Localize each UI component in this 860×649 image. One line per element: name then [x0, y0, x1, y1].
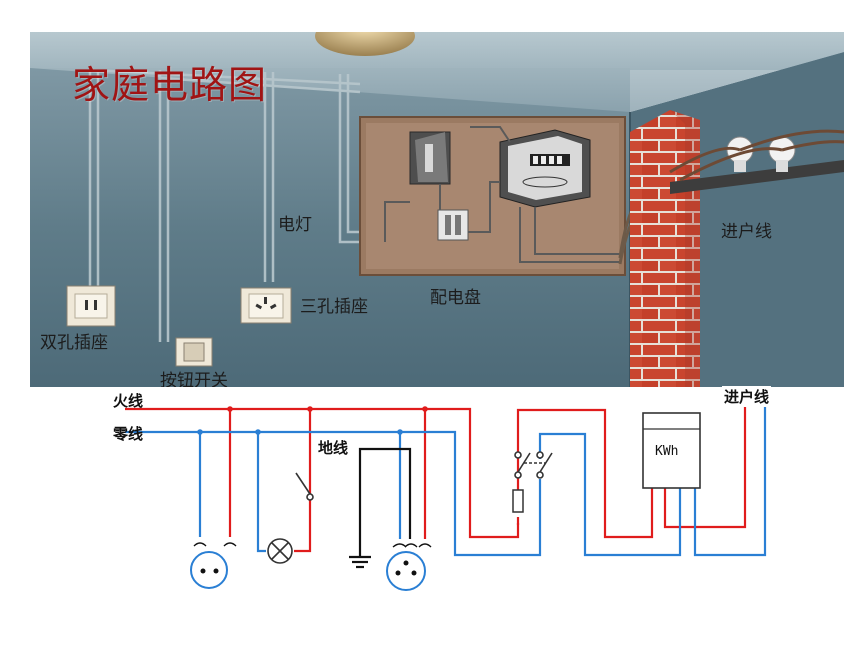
incoming-line-insulators — [669, 129, 844, 194]
lamp-switch — [295, 472, 314, 501]
lamp-symbol — [267, 538, 293, 564]
illustration-art — [30, 32, 844, 387]
lamp-label: 电灯 — [278, 215, 312, 235]
junction-dots — [197, 406, 428, 435]
three-hole-socket — [240, 287, 292, 324]
distribution-board — [359, 116, 681, 276]
fuse-symbol — [512, 489, 524, 513]
distribution-board-label: 配电盘 — [430, 288, 481, 308]
three-hole-socket-label: 三孔插座 — [300, 297, 368, 317]
house-wiring-illustration: 家庭电路图 电灯 配电盘 进户线 三孔插座 双孔插座 按钮开关 — [30, 32, 844, 387]
electricity-meter — [499, 129, 591, 208]
two-hole-socket-label: 双孔插座 — [40, 333, 108, 353]
ground-wire-label: 地线 — [318, 439, 349, 457]
knife-switch — [409, 131, 451, 185]
two-hole-outlet-symbol — [190, 542, 237, 589]
push-switch-label: 按钮开关 — [160, 371, 228, 387]
fuse — [437, 209, 469, 241]
wall-conduits — [88, 68, 375, 342]
push-switch — [175, 337, 213, 367]
live-wire-label: 火线 — [113, 392, 144, 410]
main-switch — [514, 451, 553, 479]
neutral-wire — [125, 399, 767, 557]
live-wire — [125, 399, 747, 553]
incoming-line-schematic-label: 进户线 — [722, 386, 772, 407]
three-hole-outlet-symbol — [386, 543, 432, 591]
ceiling-lamp — [315, 32, 415, 56]
neutral-wire-label: 零线 — [113, 425, 144, 443]
ground-wire — [349, 447, 412, 569]
two-hole-socket — [66, 285, 116, 327]
schematic-wiring — [125, 399, 767, 591]
kwh-meter-symbol — [642, 412, 701, 489]
illustration-title: 家庭电路图 — [72, 63, 268, 107]
circuit-schematic: 火线 零线 地线 进户线 KWh — [0, 386, 860, 645]
meter-label: KWh — [655, 444, 679, 459]
incoming-line-label: 进户线 — [721, 222, 772, 242]
